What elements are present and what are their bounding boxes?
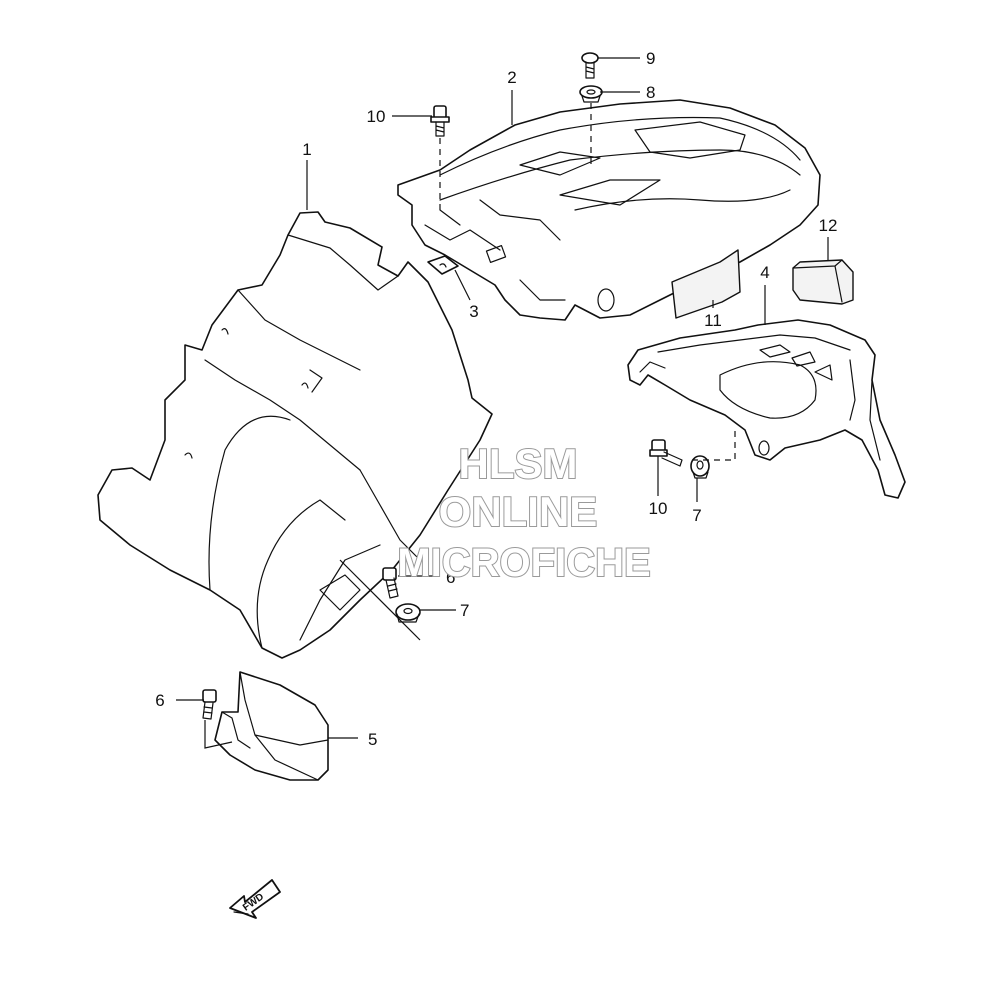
callout-11: 11: [704, 311, 722, 330]
part-2-rear-fender[interactable]: [397, 99, 821, 321]
part-5-mud-flap[interactable]: [214, 671, 329, 781]
callout-10-upper: 10: [367, 107, 386, 126]
watermark-line-1: HLSM: [459, 440, 578, 487]
callout-7-middle: 7: [460, 601, 469, 620]
grommet-7-right[interactable]: [690, 455, 710, 479]
screw-9[interactable]: [581, 52, 599, 79]
callout-7-right: 7: [692, 506, 701, 525]
bolt-6-middle[interactable]: [382, 567, 399, 599]
assembly-line: [204, 720, 233, 749]
callout-4: 4: [760, 263, 769, 282]
watermark-line-3: MICROFICHE: [397, 541, 650, 585]
watermark-line-2: ONLINE: [439, 488, 598, 535]
bolt-10-upper[interactable]: [430, 105, 450, 137]
callout-6-middle: 6: [446, 568, 455, 587]
part-11-reflector[interactable]: [671, 249, 741, 319]
callout-5: 5: [368, 730, 377, 749]
part-4-mudguard-bracket[interactable]: [627, 319, 906, 499]
callout-1: 1: [302, 140, 311, 159]
arrow-forward-icon: FWD: [229, 879, 281, 919]
bolt-10-right[interactable]: [649, 439, 683, 467]
callout-8: 8: [646, 83, 655, 102]
part-1-front-fender[interactable]: [97, 211, 493, 659]
assembly-line: [339, 559, 421, 641]
callout-6-lower: 6: [155, 691, 164, 710]
assembly-line: [692, 430, 736, 461]
callout-10-right: 10: [649, 499, 668, 518]
washer-8[interactable]: [579, 85, 603, 103]
leader-lines: [176, 57, 829, 739]
callout-12: 12: [819, 216, 838, 235]
part-12-cushion[interactable]: [792, 259, 854, 305]
callout-9: 9: [646, 49, 655, 68]
bolt-6-lower[interactable]: [202, 689, 217, 720]
part-3-clip[interactable]: [427, 255, 459, 275]
callout-3: 3: [469, 302, 478, 321]
callout-2: 2: [507, 68, 516, 87]
